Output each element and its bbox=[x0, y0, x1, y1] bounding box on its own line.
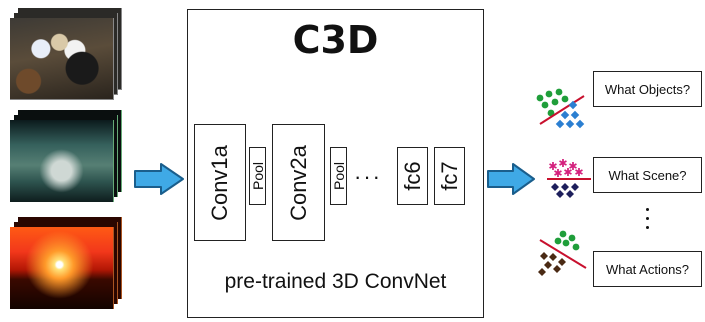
sunset-frame-image bbox=[10, 227, 114, 309]
object-classifier-icon bbox=[536, 88, 585, 129]
c3d-network-box: C3D Conv1a Pool Conv2a Pool ··· fc6 fc7 … bbox=[187, 9, 484, 318]
svg-text:✱: ✱ bbox=[548, 160, 557, 173]
svg-text:✱: ✱ bbox=[553, 167, 562, 180]
layers-ellipsis: ··· bbox=[354, 164, 382, 189]
video-stack-surfing bbox=[10, 110, 122, 202]
layer-pool1-label: Pool bbox=[249, 161, 266, 191]
svg-text:✱: ✱ bbox=[563, 166, 572, 179]
kitchen-frame-image bbox=[10, 18, 114, 100]
layer-fc6: fc6 bbox=[397, 147, 428, 205]
surfing-frame-image bbox=[10, 120, 114, 202]
layer-conv1a: Conv1a bbox=[194, 124, 246, 241]
layer-fc7-label: fc7 bbox=[436, 161, 462, 191]
question-what-scene: What Scene? bbox=[593, 157, 702, 193]
question-what-actions: What Actions? bbox=[593, 251, 702, 287]
layer-conv2a: Conv2a bbox=[272, 124, 325, 241]
svg-text:✱: ✱ bbox=[568, 160, 577, 173]
video-stack-kitchen bbox=[10, 8, 122, 100]
action-classifier-icon bbox=[538, 230, 587, 276]
layer-pool2-label: Pool bbox=[330, 161, 347, 191]
svg-text:✱: ✱ bbox=[574, 166, 583, 179]
svg-text:✱: ✱ bbox=[558, 158, 567, 170]
layer-fc6-label: fc6 bbox=[399, 161, 425, 191]
layer-fc7: fc7 bbox=[434, 147, 465, 205]
input-arrow-icon bbox=[134, 163, 184, 195]
layer-pool2: Pool bbox=[330, 147, 347, 205]
question-what-objects: What Objects? bbox=[593, 71, 702, 107]
video-stack-sunset bbox=[10, 217, 122, 309]
scene-classifier-icon: ✱✱✱ ✱✱✱ bbox=[547, 158, 591, 198]
output-arrow-icon bbox=[487, 163, 535, 195]
vertical-ellipsis bbox=[643, 208, 651, 235]
c3d-caption: pre-trained 3D ConvNet bbox=[224, 270, 447, 293]
layer-conv2a-label: Conv2a bbox=[285, 144, 311, 221]
layer-conv1a-label: Conv1a bbox=[207, 144, 232, 221]
c3d-title: C3D bbox=[292, 18, 379, 62]
layer-pool1: Pool bbox=[249, 147, 266, 205]
